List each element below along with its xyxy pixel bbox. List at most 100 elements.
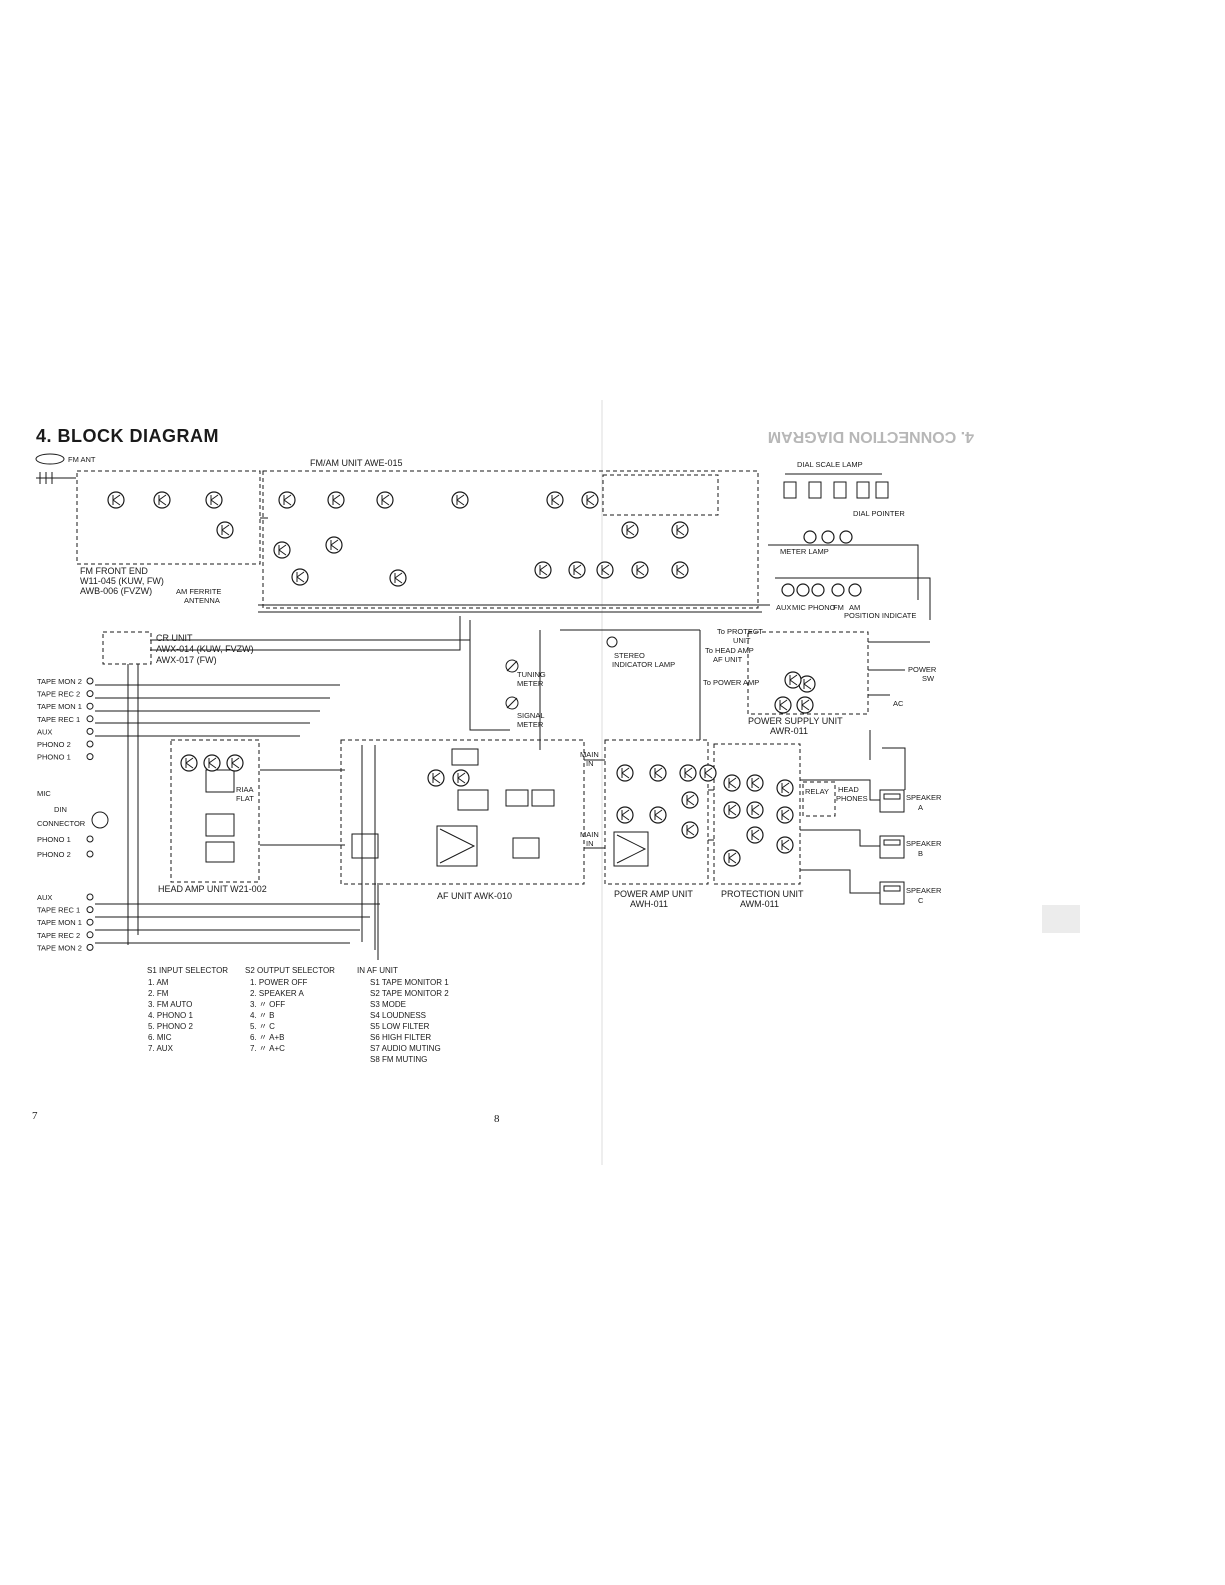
transistor-icon bbox=[153, 491, 171, 509]
legend-item: 7. 〃 A+C bbox=[250, 1044, 285, 1053]
legend-item: 2. SPEAKER A bbox=[250, 989, 304, 998]
transistor-glyph bbox=[457, 772, 466, 784]
speaker-a-id: A bbox=[918, 803, 923, 812]
power-amp-box bbox=[604, 739, 709, 885]
speaker-a-label: SPEAKER bbox=[906, 793, 942, 802]
jack-terminal bbox=[86, 918, 94, 926]
signal-meter-label-2: METER bbox=[517, 720, 544, 729]
transistor-icon bbox=[796, 696, 814, 714]
legend-af-title: IN AF UNIT bbox=[357, 966, 398, 975]
transistor-glyph bbox=[601, 564, 610, 576]
jack-terminal bbox=[86, 850, 94, 858]
jack-terminal bbox=[86, 690, 94, 698]
transistor-icon bbox=[621, 521, 639, 539]
transistor-glyph bbox=[586, 494, 595, 506]
speaker-c-terminal bbox=[879, 881, 905, 905]
dial-lamp-icon bbox=[875, 481, 889, 499]
legend-item: 4. PHONO 1 bbox=[148, 1011, 193, 1020]
power-sw-label-2: SW bbox=[922, 674, 935, 683]
transistor-glyph bbox=[781, 809, 790, 821]
tone-control-block bbox=[457, 789, 489, 811]
fm-am-unit-label: FM/AM UNIT AWE-015 bbox=[310, 458, 403, 468]
fm-front-end-label-1: FM FRONT END bbox=[80, 566, 148, 576]
jack-terminal bbox=[86, 677, 94, 685]
transistor-icon bbox=[327, 491, 345, 509]
position-lamp-icon bbox=[781, 583, 795, 597]
protection-label-1: PROTECTION UNIT bbox=[721, 889, 804, 899]
transistor-glyph bbox=[751, 829, 760, 841]
af-unit-label: AF UNIT AWK-010 bbox=[437, 891, 512, 901]
head-amp-label: HEAD AMP UNIT W21-002 bbox=[158, 884, 267, 894]
transistor-icon bbox=[452, 769, 470, 787]
af-amp-block bbox=[436, 825, 478, 867]
transistor-icon bbox=[776, 836, 794, 854]
dial-lamp-icon bbox=[833, 481, 847, 499]
head-amp-filter-block bbox=[205, 841, 235, 863]
transistor-icon bbox=[723, 801, 741, 819]
head-amp-box bbox=[170, 739, 260, 883]
power-supply-label-1: POWER SUPPLY UNIT bbox=[748, 716, 843, 726]
transistor-glyph bbox=[231, 757, 240, 769]
fm-front-end-label-3: AWB-006 (FVZW) bbox=[80, 586, 152, 596]
riaa-label: RIAA bbox=[236, 785, 254, 794]
tuning-meter-icon bbox=[505, 659, 519, 673]
page-number-center: 8 bbox=[494, 1113, 500, 1125]
transistor-icon bbox=[649, 806, 667, 824]
power-sw-label-1: POWER bbox=[908, 665, 937, 674]
power-amp-label-2: AWH-011 bbox=[630, 899, 668, 909]
af-mode-block bbox=[351, 833, 379, 859]
transistor-glyph bbox=[684, 767, 693, 779]
position-input-aux: AUX bbox=[776, 603, 791, 612]
jack-terminal bbox=[86, 727, 94, 735]
transistor-glyph bbox=[432, 772, 441, 784]
fm-am-unit-box bbox=[262, 470, 759, 609]
mic-label: MIC bbox=[37, 789, 51, 798]
position-input-am: AM bbox=[849, 603, 860, 612]
legend-output-title: S2 OUTPUT SELECTOR bbox=[245, 966, 335, 975]
transistor-icon bbox=[671, 561, 689, 579]
legend-item: 4. 〃 B bbox=[250, 1011, 274, 1020]
transistor-icon bbox=[205, 491, 223, 509]
protection-box bbox=[713, 743, 801, 885]
transistor-icon bbox=[679, 764, 697, 782]
legend-item: 1. AM bbox=[148, 978, 169, 987]
to-head-amp-label: To HEAD AMP bbox=[705, 646, 754, 655]
transistor-icon bbox=[776, 806, 794, 824]
transistor-icon bbox=[534, 561, 552, 579]
meter-lamp-icon bbox=[803, 530, 817, 544]
position-lamp-icon bbox=[796, 583, 810, 597]
cr-unit-label-3: AWX-017 (FW) bbox=[156, 655, 217, 665]
legend-item: S2 TAPE MONITOR 2 bbox=[370, 989, 449, 998]
dial-pointer-label: DIAL POINTER bbox=[853, 509, 905, 518]
din-connector-icon bbox=[91, 811, 109, 829]
transistor-glyph bbox=[456, 494, 465, 506]
protection-label-2: AWM-011 bbox=[740, 899, 779, 909]
transistor-icon bbox=[581, 491, 599, 509]
transistor-glyph bbox=[551, 494, 560, 506]
transistor-glyph bbox=[704, 767, 713, 779]
ac-label: AC bbox=[893, 699, 904, 708]
to-protect-label-2: UNIT bbox=[733, 636, 751, 645]
loudness-block bbox=[451, 748, 479, 766]
legend-item: 7. AUX bbox=[148, 1044, 174, 1053]
transistor-glyph bbox=[636, 564, 645, 576]
transistor-glyph bbox=[539, 564, 548, 576]
din-label-1: DIN bbox=[54, 805, 67, 814]
transistor-icon bbox=[776, 779, 794, 797]
transistor-icon bbox=[671, 521, 689, 539]
jack-terminal bbox=[86, 931, 94, 939]
bleed-through-text: 4. CONNECTION DIAGRAM bbox=[768, 428, 974, 445]
jack-label: TAPE REC 2 bbox=[37, 690, 80, 699]
position-input-phono: PHONO bbox=[808, 603, 836, 612]
legend-item: S6 HIGH FILTER bbox=[370, 1033, 431, 1042]
transistor-icon bbox=[746, 801, 764, 819]
jack-label: AUX bbox=[37, 893, 52, 902]
speaker-a-terminal bbox=[879, 789, 905, 813]
jack-terminal bbox=[86, 943, 94, 951]
cr-unit-label-2: AWX-014 (KUW, FVZW) bbox=[156, 644, 254, 654]
position-indicate-label: POSITION INDICATE bbox=[844, 611, 916, 620]
speaker-c-label: SPEAKER bbox=[906, 886, 942, 895]
transistor-icon bbox=[649, 764, 667, 782]
